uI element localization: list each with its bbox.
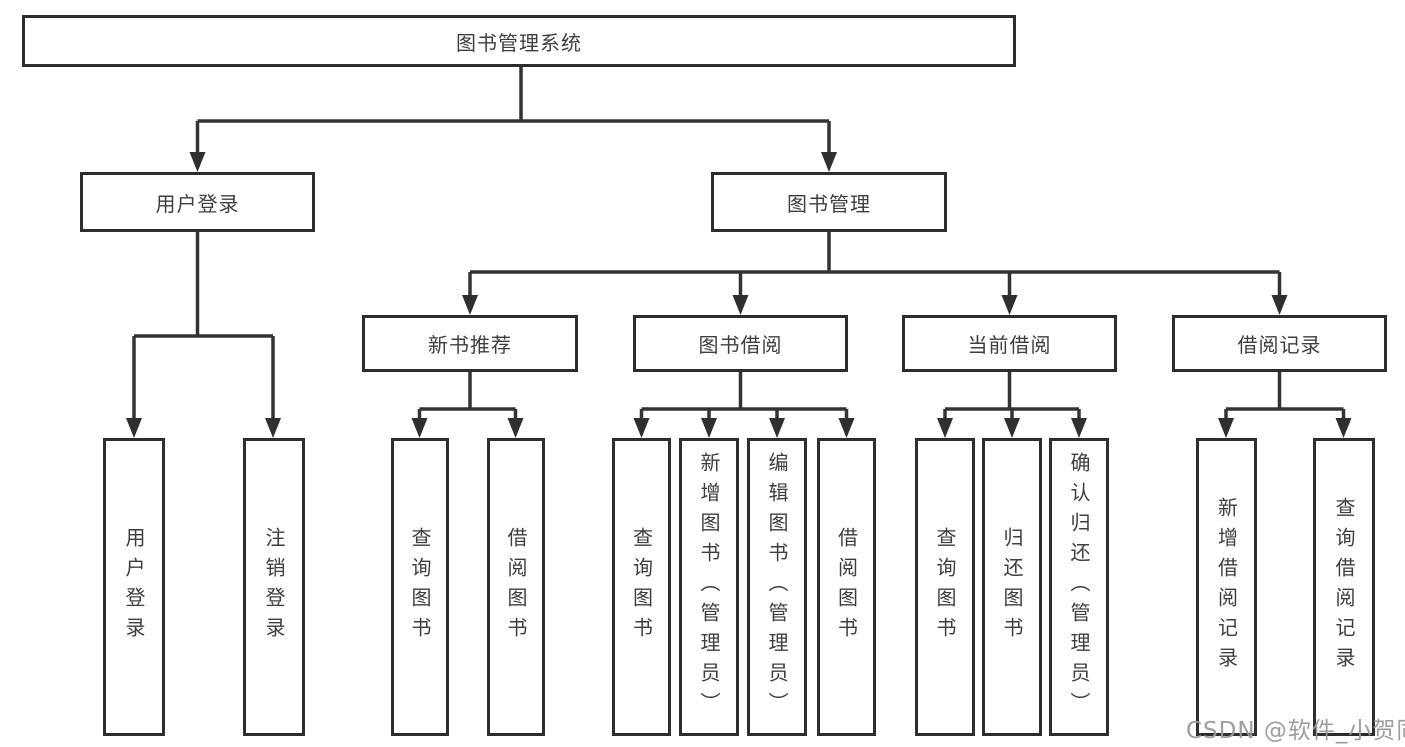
node-current-borrow: 当前借阅 [902,315,1117,372]
connector-book-borrow-branch [639,372,849,424]
arrowhead-icon [701,418,717,438]
node-label: 注销登录 [262,527,286,647]
connector-user-login-branch [132,232,275,424]
node-label: 借阅图书 [834,527,859,647]
node-book-management: 图书管理 [711,172,947,232]
csdn-watermark: CSDN @软件_小贺同学 [1186,718,1405,744]
leaf-logout: 注销登录 [243,438,305,736]
leaf-query-borrow-record: 查询借阅记录 [1313,438,1375,736]
node-label: 新增图书（管理员） [697,452,721,722]
node-label: 新增借阅记录 [1214,497,1239,677]
connector-borrow-record-branch [1224,372,1346,424]
arrowheads [126,152,1352,438]
leaf-search-books-recommend: 查询图书 [391,438,449,736]
node-label: 新书推荐 [428,333,512,357]
node-label: 归还图书 [1000,527,1024,647]
leaf-edit-books-admin: 编辑图书（管理员） [747,438,807,736]
arrowhead-icon [937,418,953,438]
arrowhead-icon [411,418,428,438]
leaf-borrow-books: 借阅图书 [817,438,876,736]
leaf-confirm-return-admin: 确认归还（管理员） [1049,438,1109,736]
node-label: 编辑图书（管理员） [765,452,789,722]
connector-current-borrow-branch [943,372,1081,424]
node-label: 借阅图书 [504,527,528,647]
arrowhead-icon [462,295,478,315]
leaf-return-books: 归还图书 [982,438,1042,736]
node-label: 查询图书 [408,527,432,647]
arrowhead-icon [1001,295,1018,315]
arrowhead-icon [1071,418,1087,438]
node-book-borrow: 图书借阅 [633,315,848,372]
arrowhead-icon [633,418,650,438]
node-user-login: 用户登录 [80,172,315,232]
node-label: 图书管理系统 [456,30,582,55]
node-label: 用户登录 [155,191,240,216]
leaf-user-login: 用户登录 [103,438,165,736]
arrowhead-icon [126,418,142,438]
arrowhead-icon [732,295,749,315]
leaf-borrow-books-recommend: 借阅图书 [487,438,545,736]
node-label: 查询图书 [933,527,957,647]
node-label: 当前借阅 [967,333,1052,357]
arrowhead-icon [1004,418,1020,438]
node-label: 图书管理 [787,191,871,216]
connector-book-mgmt-branch [468,232,1282,301]
arrowhead-icon [838,418,855,438]
node-library-management-system: 图书管理系统 [22,15,1016,67]
arrowhead-icon [507,418,524,438]
node-label: 确认归还（管理员） [1067,452,1091,722]
node-label: 借阅记录 [1237,333,1322,357]
arrowhead-icon [1271,295,1288,315]
arrowhead-icon [1335,418,1352,438]
arrowhead-icon [265,418,281,438]
node-label: 用户登录 [122,527,146,647]
node-borrow-record: 借阅记录 [1172,315,1387,372]
arrowhead-icon [821,152,837,172]
connector-root-to-level2 [195,67,831,158]
leaf-add-borrow-record: 新增借阅记录 [1196,438,1257,736]
leaf-search-books-borrow: 查询图书 [612,438,671,736]
arrowhead-icon [189,152,206,172]
node-new-book-recommend: 新书推荐 [362,315,578,372]
node-label: 查询借阅记录 [1332,497,1356,677]
arrowhead-icon [1218,418,1234,438]
node-label: 图书借阅 [698,333,783,357]
node-label: 查询图书 [629,527,654,647]
arrowhead-icon [769,418,785,438]
leaf-search-books-current: 查询图书 [915,438,975,736]
connector-new-book-branch [417,372,518,424]
leaf-add-books-admin: 新增图书（管理员） [679,438,739,736]
